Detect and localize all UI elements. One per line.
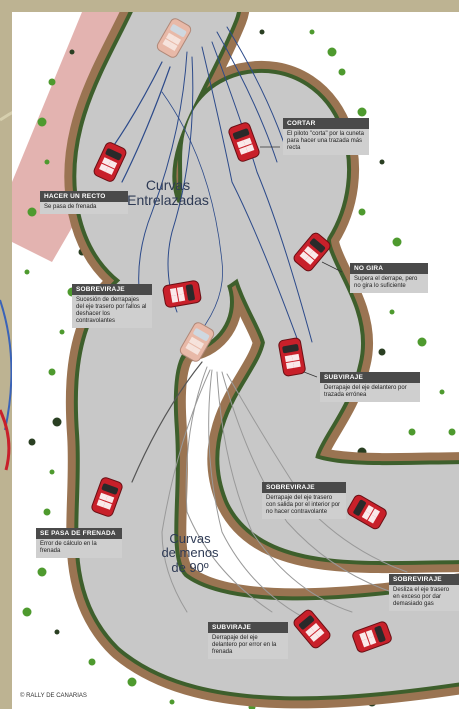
hedge-dot [37, 117, 47, 127]
callout-no-gira-title: NO GIRA [350, 263, 428, 275]
callout-se-pasa-de-frenada-title: SE PASA DE FRENADA [36, 528, 122, 540]
callout-no-gira: NO GIRA Supera el derrape, pero no gira … [350, 263, 428, 294]
callout-se-pasa-de-frenada: SE PASA DE FRENADA Error de cálculo en l… [36, 528, 122, 559]
callout-no-gira-body: Supera el derrape, pero no gira lo sufic… [350, 274, 428, 294]
hedge-dot [338, 68, 346, 76]
hedge-dot [22, 607, 32, 617]
hedge-dot [44, 159, 50, 165]
cars [91, 18, 392, 653]
rally-car [156, 18, 192, 58]
hedge-dot [37, 567, 47, 577]
hedge-dot [24, 269, 30, 275]
hedge-dot [69, 49, 75, 55]
hedge-dot [358, 208, 366, 216]
hedge-dot [49, 469, 55, 475]
hedge-dot [27, 207, 37, 217]
callout-sobreviraje-1-title: SOBREVIRAJE [72, 284, 152, 296]
callout-sobreviraje-3-body: Desliza el eje trasero en exceso por dar… [389, 585, 459, 612]
hedge-dot [327, 47, 337, 57]
hedge-dot [357, 107, 367, 117]
hedge-dot [259, 29, 265, 35]
hedge-dot [378, 348, 386, 356]
rally-car [347, 494, 387, 530]
callout-subviraje-2: SUBVIRAJE Derrapaje del eje delantero po… [208, 622, 288, 660]
hedge-dot [48, 78, 56, 86]
rally-car [162, 280, 202, 308]
rally-car [228, 122, 260, 162]
callout-cortar-title: CORTAR [283, 118, 369, 130]
callout-sobreviraje-1: SOBREVIRAJE Sucesión de derrapajes del e… [72, 284, 152, 329]
credit-text: © RALLY DE CANARIAS [20, 693, 87, 699]
callout-se-pasa-de-frenada-body: Error de cálculo en la frenada [36, 539, 122, 559]
hedge-dot [28, 438, 36, 446]
callout-sobreviraje-3: SOBREVIRAJE Desliza el eje trasero en ex… [389, 574, 459, 612]
hedge-dot [417, 337, 427, 347]
callout-subviraje-1-body: Derrapaje del eje delantero por trazada … [320, 383, 420, 403]
callout-hacer-un-recto-body: Se pasa de frenada [40, 202, 128, 215]
callout-sobreviraje-2-body: Derrapaje del eje trasero con salida por… [262, 493, 346, 520]
callout-cortar: CORTAR El piloto "corta" por la cuneta p… [283, 118, 369, 156]
hedge-dot [379, 159, 385, 165]
rally-car [278, 337, 306, 377]
hedge-dot [439, 389, 445, 395]
hedge-dot [408, 428, 416, 436]
callout-sobreviraje-2: SOBREVIRAJE Derrapaje del eje trasero co… [262, 482, 346, 520]
callout-sobreviraje-2-title: SOBREVIRAJE [262, 482, 346, 494]
callout-subviraje-2-body: Derrapaje del eje delantero por error en… [208, 633, 288, 660]
callout-sobreviraje-1-body: Sucesión de derrapajes del eje trasero p… [72, 295, 152, 329]
hedge-dot [43, 508, 51, 516]
rally-car [293, 232, 331, 272]
asphalt-1 [77, 254, 459, 697]
tyre-marks [101, 26, 408, 623]
hedge-dot [309, 29, 315, 35]
hedge-dot [48, 368, 56, 376]
rally-car [93, 142, 127, 182]
rally-car [293, 609, 331, 649]
hedge-dot [448, 428, 456, 436]
hedge-dot [59, 329, 65, 335]
hedge-dot [169, 699, 175, 705]
callout-hacer-un-recto-title: HACER UN RECTO [40, 191, 128, 203]
hedge-dot [54, 629, 60, 635]
callout-subviraje-2-title: SUBVIRAJE [208, 622, 288, 634]
callout-cortar-body: El piloto "corta" por la cuneta para hac… [283, 129, 369, 156]
hedge-dot [88, 658, 96, 666]
callout-subviraje-1-title: SUBVIRAJE [320, 372, 420, 384]
rally-car [352, 621, 392, 653]
callout-hacer-un-recto: HACER UN RECTO Se pasa de frenada [40, 191, 128, 215]
rally-car [91, 477, 123, 517]
callout-sobreviraje-3-title: SOBREVIRAJE [389, 574, 459, 586]
hedge-dot [389, 309, 395, 315]
rally-car [179, 322, 215, 362]
hedge-dot [127, 677, 137, 687]
hedge-dot [52, 417, 62, 427]
hedge-dot [392, 237, 402, 247]
callout-subviraje-1: SUBVIRAJE Derrapaje del eje delantero po… [320, 372, 420, 403]
